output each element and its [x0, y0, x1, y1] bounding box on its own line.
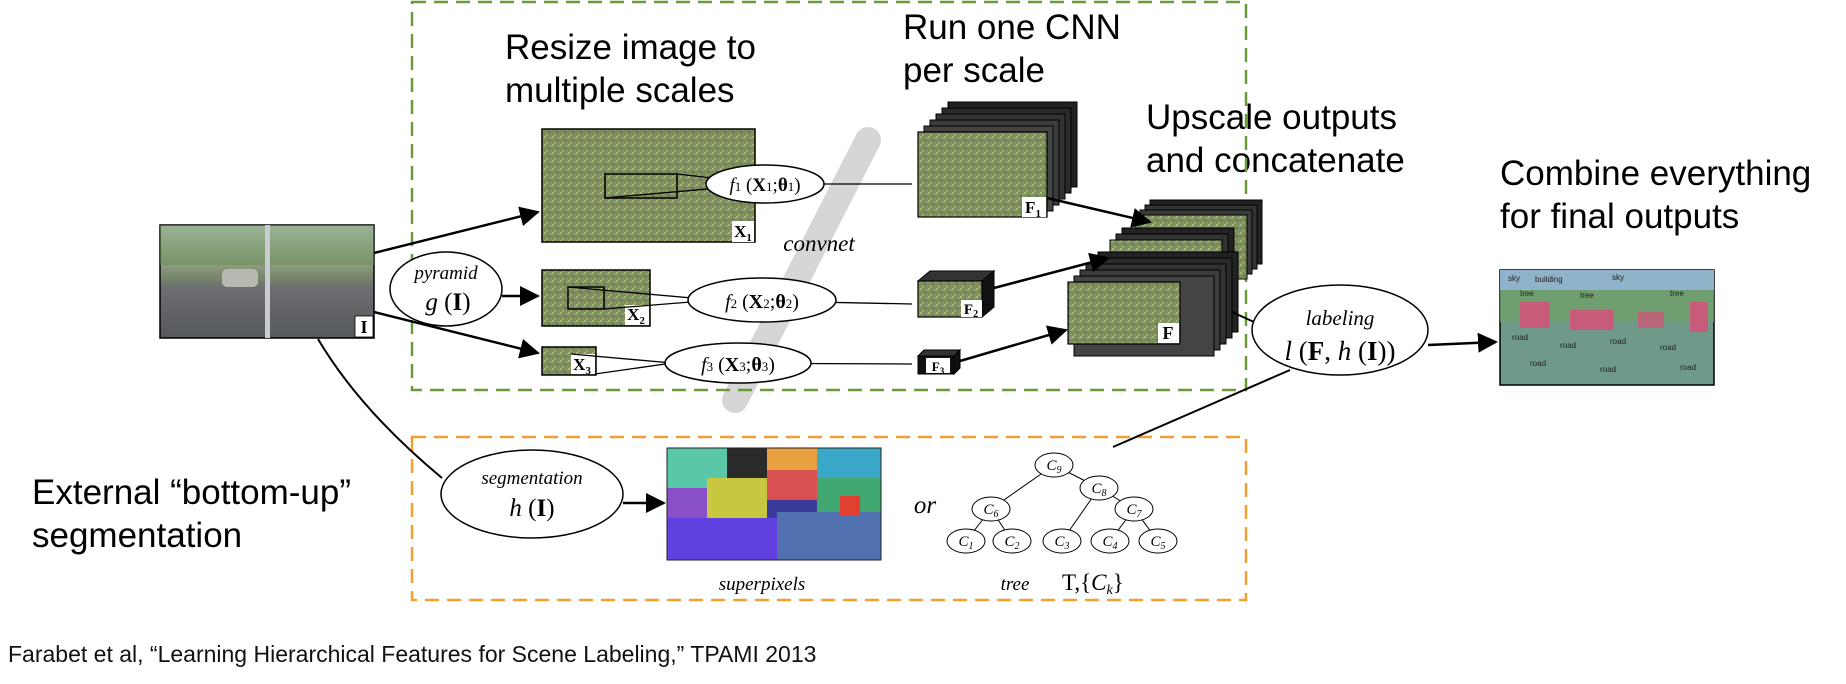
feature-stack-f1: F1 [917, 101, 1078, 220]
convnet-f2: f2 (X2;θ2) [687, 277, 837, 323]
caption-resize-line2: multiple scales [505, 71, 735, 110]
tree-node-c1: C1 [958, 534, 973, 552]
svg-text:building: building [1535, 275, 1563, 284]
f1-expr: f1 (X1;θ1) [729, 175, 800, 196]
tree-label: tree [1001, 574, 1030, 595]
segmentation-expr: h (I) [509, 495, 554, 522]
caption-combine-line1: Combine everything [1500, 154, 1812, 193]
f2-output-label: F2 [964, 302, 978, 320]
svg-text:tree: tree [1520, 289, 1534, 298]
svg-text:road: road [1610, 337, 1626, 346]
tree-node-c9: C9 [1046, 458, 1061, 476]
svg-text:road: road [1530, 359, 1546, 368]
scale-image-2: X2 [541, 269, 651, 327]
feature-stack-f3: F3 [916, 348, 962, 376]
caption-combine-line2: for final outputs [1500, 197, 1740, 236]
tree-node-c7: C7 [1126, 502, 1142, 520]
or-label: or [914, 492, 937, 519]
feature-stack-f2: F2 [916, 269, 996, 320]
scale-image-3: X3 [541, 346, 597, 377]
caption-external-line1: External “bottom-up” [32, 473, 352, 512]
caption-run-cnn-line2: per scale [903, 51, 1046, 90]
caption-run-cnn: Run one CNN per scale [903, 6, 1121, 92]
pyramid-expr: g (I) [425, 289, 470, 316]
tree-node-c6: C6 [983, 502, 998, 520]
caption-run-cnn-line1: Run one CNN [903, 8, 1121, 47]
caption-upscale: Upscale outputs and concatenate [1146, 96, 1405, 182]
f3-expr: f3 (X3;θ3) [701, 354, 775, 376]
input-label: I [360, 317, 367, 337]
tree-node-c5: C5 [1150, 534, 1165, 552]
labeling-node: labeling l (F, h (I)) [1251, 284, 1429, 376]
pyramid-label: pyramid [412, 263, 478, 284]
convnet-label: convnet [783, 231, 855, 256]
f1-output-label: F1 [1025, 198, 1041, 220]
convnet-f1: f1 (X1;θ1) [705, 164, 825, 204]
tree-node-c8: C8 [1091, 481, 1106, 499]
superpixels-image [666, 447, 882, 561]
scale-3-label: X3 [573, 355, 591, 377]
svg-text:tree: tree [1580, 291, 1594, 300]
caption-combine: Combine everything for final outputs [1500, 152, 1811, 238]
cnn-region-box [410, 0, 1248, 392]
tree-node-c4: C4 [1102, 534, 1117, 552]
caption-upscale-line1: Upscale outputs [1146, 98, 1397, 137]
caption-upscale-line2: and concatenate [1146, 141, 1405, 180]
svg-text:road: road [1560, 341, 1576, 350]
f2-expr: f2 (X2;θ2) [725, 291, 799, 313]
superpixels-label: superpixels [719, 574, 806, 595]
scale-1-label: X1 [734, 222, 752, 244]
labeling-expr: l (F, h (I)) [1284, 336, 1395, 366]
concat-stack-main: F [1067, 251, 1239, 357]
input-image: I [159, 224, 375, 339]
citation: Farabet et al, “Learning Hierarchical Fe… [8, 641, 817, 667]
svg-text:road: road [1600, 365, 1616, 374]
caption-resize-line1: Resize image to [505, 28, 756, 67]
svg-text:road: road [1680, 363, 1696, 372]
output-labeled-image: sky building sky tree tree tree road roa… [1499, 269, 1715, 386]
tree-nodes: C9 C8 C6 C7 C1 C2 C3 C4 C5 [946, 452, 1178, 554]
caption-resize: Resize image to multiple scales [505, 26, 756, 112]
concat-label: F [1163, 323, 1174, 343]
pyramid-node: pyramid g (I) [389, 251, 503, 327]
tree-set-label: T,{Ck} [1062, 570, 1124, 598]
scale-2-label: X2 [627, 305, 645, 327]
caption-external-line2: segmentation [32, 516, 243, 555]
svg-text:road: road [1660, 343, 1676, 352]
tree-node-c2: C2 [1004, 534, 1019, 552]
caption-external: External “bottom-up” segmentation [32, 471, 351, 557]
tree-node-c3: C3 [1054, 534, 1069, 552]
svg-text:sky: sky [1508, 274, 1520, 283]
segmentation-label: segmentation [481, 468, 582, 489]
convnet-f3: f3 (X3;θ3) [664, 342, 812, 384]
labeling-label: labeling [1306, 306, 1375, 330]
segmentation-region-box [410, 435, 1248, 602]
svg-text:road: road [1512, 333, 1528, 342]
svg-text:sky: sky [1612, 273, 1624, 282]
svg-text:tree: tree [1670, 289, 1684, 298]
f3-output-label: F3 [932, 359, 945, 376]
segmentation-node: segmentation h (I) [440, 449, 624, 539]
